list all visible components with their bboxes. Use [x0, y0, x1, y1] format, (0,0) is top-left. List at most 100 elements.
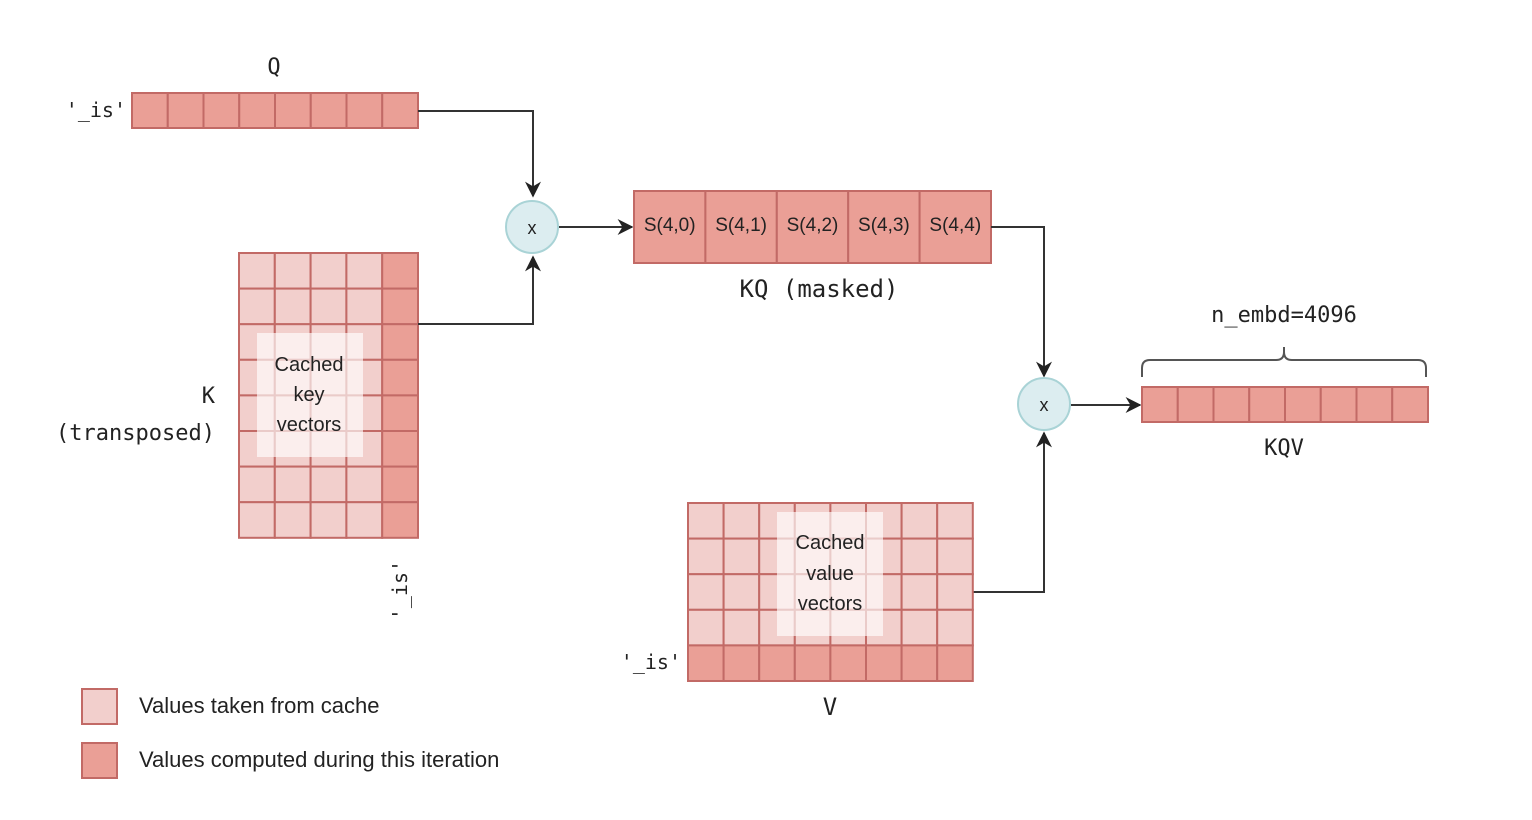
k-cell	[238, 465, 276, 504]
k-cell	[345, 465, 384, 504]
q-cell	[274, 92, 312, 129]
k-cell	[273, 252, 312, 290]
v-cell	[936, 644, 974, 683]
kqv-cell	[1284, 386, 1322, 423]
q-cell	[202, 92, 241, 129]
v-overlay-line-2: value	[806, 563, 854, 585]
q-cell	[166, 92, 205, 129]
k-cell	[345, 252, 384, 290]
v-cell	[900, 644, 939, 683]
k-overlay	[257, 333, 363, 457]
kqv-cell	[1141, 386, 1179, 423]
q-cell	[131, 92, 169, 129]
legend-label-cached: Values taken from cache	[139, 693, 380, 718]
k-cell	[309, 287, 348, 326]
v-title: V	[823, 693, 837, 721]
kqv-cell	[1391, 386, 1429, 423]
k-cell	[381, 252, 420, 290]
kqv-cell	[1248, 386, 1286, 423]
k-title: K	[202, 384, 216, 409]
v-matrix: Cached value vectors '_is' V	[621, 502, 974, 721]
kqv-title: KQV	[1264, 436, 1304, 461]
kq-cell	[775, 190, 850, 264]
q-cell	[309, 92, 348, 129]
kq-cell	[633, 190, 707, 264]
v-token-label: '_is'	[621, 650, 681, 674]
k-cell	[381, 501, 420, 539]
k-overlay-line-3: vectors	[277, 414, 341, 436]
kq-cells: S(4,0) S(4,1) S(4,2) S(4,3) S(4,4)	[633, 190, 992, 264]
v-cell	[687, 502, 725, 540]
kq-cell	[918, 190, 992, 264]
k-cell	[273, 465, 312, 504]
k-cell	[381, 358, 420, 397]
v-cell	[865, 644, 903, 683]
k-matrix: K (transposed) Cached key vectors '_is'	[56, 252, 420, 620]
v-cell	[900, 608, 939, 647]
multiply-icon: x	[528, 218, 537, 238]
kq-cell-label: S(4,2)	[787, 215, 839, 236]
k-cell	[381, 287, 420, 326]
kqv-cell	[1319, 386, 1358, 423]
v-cell	[936, 573, 974, 611]
v-cell	[722, 502, 761, 540]
kq-cell-label: S(4,0)	[644, 215, 696, 236]
edge-v-to-op2	[973, 431, 1052, 593]
q-token-label: '_is'	[66, 98, 126, 122]
v-overlay-line-1: Cached	[796, 532, 865, 554]
q-cell	[345, 92, 384, 129]
k-cell	[273, 501, 312, 539]
v-cell	[900, 502, 939, 540]
k-cell	[381, 394, 420, 432]
legend: Values taken from cache Values computed …	[81, 688, 499, 779]
v-cell	[687, 644, 725, 683]
k-subtitle: (transposed)	[56, 421, 215, 446]
k-cell	[309, 252, 348, 290]
v-overlay-line-3: vectors	[798, 593, 862, 615]
v-overlay	[777, 512, 883, 636]
k-token-label: '_is'	[388, 560, 412, 620]
q-cells	[131, 92, 419, 129]
k-overlay-line-2: key	[293, 384, 324, 406]
v-cell	[936, 608, 974, 647]
kq-cell-label: S(4,4)	[929, 215, 981, 236]
legend-swatch-computed	[81, 742, 118, 779]
legend-label-computed: Values computed during this iteration	[139, 747, 499, 772]
multiply-icon: x	[1040, 395, 1049, 415]
v-cell	[900, 537, 939, 576]
q-vector: Q '_is'	[66, 55, 419, 129]
v-cell	[829, 644, 868, 683]
q-cell	[381, 92, 419, 129]
k-cell	[345, 501, 384, 539]
k-cell	[309, 501, 348, 539]
v-cell	[722, 537, 761, 576]
k-cell	[238, 252, 276, 290]
v-cell	[936, 537, 974, 576]
k-cell	[345, 287, 384, 326]
multiply-operator-1: x	[505, 200, 559, 254]
legend-swatch-cached	[81, 688, 118, 725]
multiply-circle-1	[505, 200, 559, 254]
kqv-cell	[1176, 386, 1215, 423]
v-cell	[687, 573, 725, 611]
k-cell	[309, 465, 348, 504]
v-cell	[687, 608, 725, 647]
v-cell	[722, 644, 761, 683]
kqv-brace	[1141, 347, 1427, 377]
k-overlay-line-1: Cached	[275, 354, 344, 376]
kq-cell-label: S(4,3)	[858, 215, 910, 236]
q-title: Q	[267, 55, 280, 80]
k-cell	[381, 323, 420, 361]
edge-kq-to-op2	[991, 226, 1052, 378]
kqv-cell	[1355, 386, 1394, 423]
kqv-brace-label: n_embd=4096	[1211, 303, 1357, 328]
v-cell	[722, 608, 761, 647]
v-cell	[936, 502, 974, 540]
kq-cell	[704, 190, 778, 264]
k-cell	[381, 465, 420, 504]
kq-cell-label: S(4,1)	[715, 215, 767, 236]
kq-title: KQ (masked)	[740, 275, 899, 303]
k-cell	[238, 287, 276, 326]
v-cell	[900, 573, 939, 611]
